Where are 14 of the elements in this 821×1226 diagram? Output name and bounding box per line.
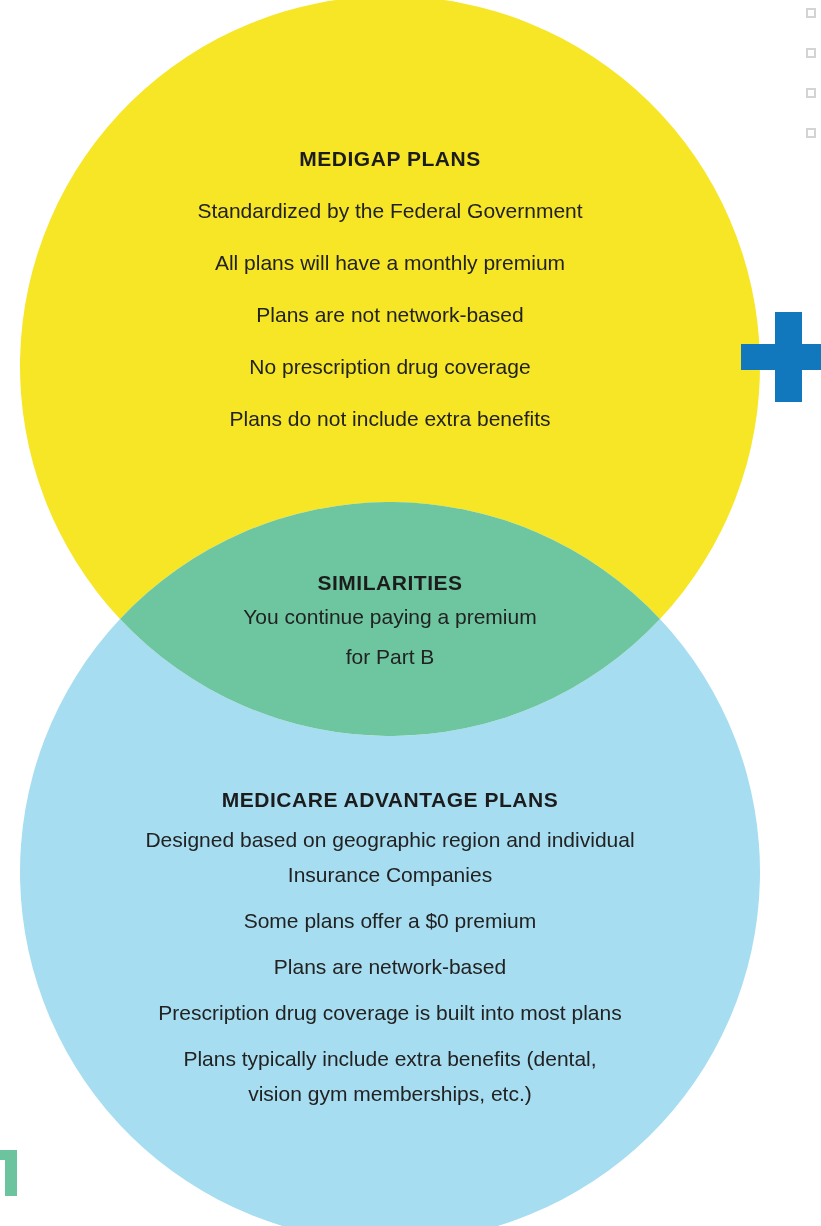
heading: MEDIGAP PLANS <box>299 146 481 172</box>
body-text: Designed based on geographic region and individual Insurance Companies <box>144 827 636 888</box>
body-text: Standardized by the Federal Government <box>197 198 583 224</box>
body-text: Plans do not include extra benefits <box>229 406 551 432</box>
body-text: Plans are network-based <box>273 954 507 980</box>
body-text: Plans are not network-based <box>256 302 524 328</box>
body-text: Some plans offer a $0 premium <box>243 908 537 934</box>
body-text: No prescription drug coverage <box>249 354 531 380</box>
heading: MEDICARE ADVANTAGE PLANS <box>221 787 559 813</box>
body-text: You continue paying a premium for Part B <box>242 604 538 670</box>
body-text: Plans typically include extra benefits (dental, vision gym memberships, etc.) <box>182 1046 598 1107</box>
body-text: Prescription drug coverage is built into most plans <box>158 1000 622 1026</box>
body-text: All plans will have a monthly premium <box>214 250 566 276</box>
heading: SIMILARITIES <box>317 570 463 596</box>
